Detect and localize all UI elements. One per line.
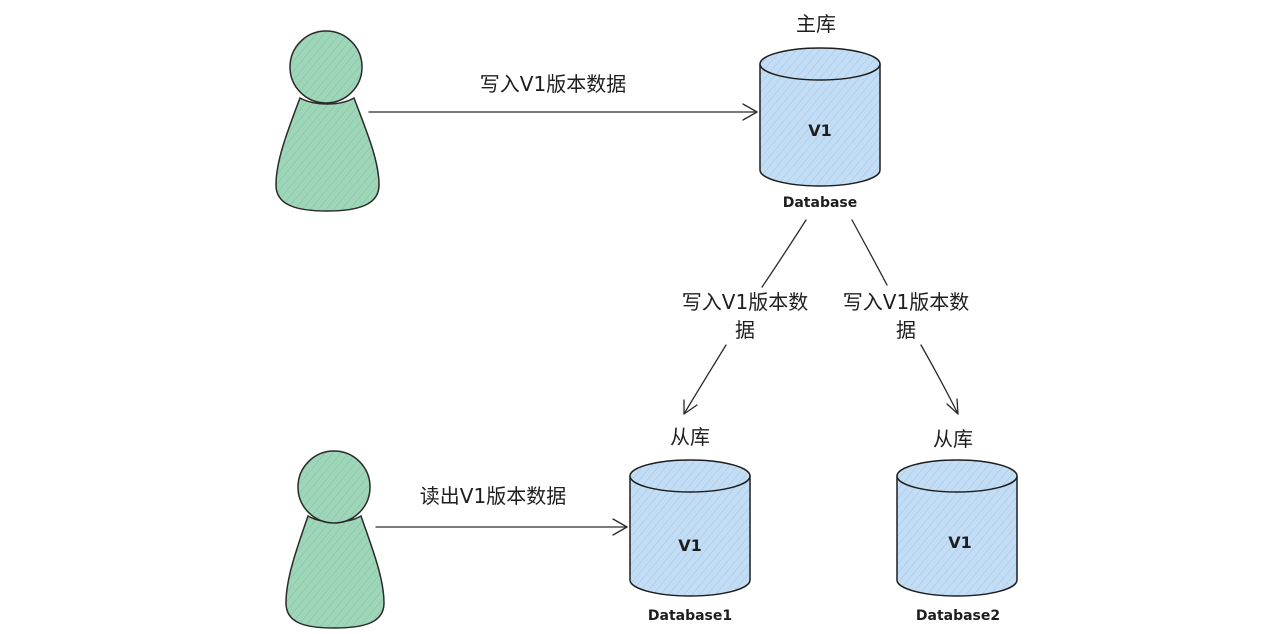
edge-sync2: 写入V1版本数 据	[843, 219, 969, 415]
master-cylinder-top	[759, 47, 881, 81]
edge-sync1-arrowhead	[683, 399, 698, 415]
replica2-role-label: 从库	[933, 427, 973, 451]
edge-sync2-line-upper	[851, 219, 888, 286]
master-role-label: 主库	[796, 12, 836, 36]
master-name-label: Database	[783, 195, 858, 211]
edge-write: 写入V1版本数据	[368, 72, 758, 121]
edge-write-arrowhead	[742, 103, 758, 121]
reader-body	[285, 514, 385, 629]
writer-head	[289, 30, 363, 104]
edge-sync1-line-upper	[761, 219, 807, 288]
edge-read-label: 读出V1版本数据	[420, 484, 566, 508]
reader-head	[297, 450, 371, 524]
edge-write-label: 写入V1版本数据	[480, 72, 626, 96]
replica2-cylinder-top	[896, 459, 1018, 493]
edge-sync2-label-line2: 据	[896, 318, 916, 342]
reader-actor	[285, 450, 385, 629]
edge-sync1-label-line1: 写入V1版本数	[682, 290, 808, 314]
replica1-cylinder-top	[629, 459, 751, 493]
edge-sync1-label-line2: 据	[735, 318, 755, 342]
master-version-label: V1	[808, 121, 832, 140]
edge-sync2-arrowhead	[946, 398, 959, 415]
replica1-role-label: 从库	[670, 425, 710, 449]
edge-read: 读出V1版本数据	[375, 484, 628, 536]
writer-actor	[275, 30, 380, 212]
database-replica1: 从库 V1 Database1	[629, 425, 751, 624]
edge-read-arrowhead	[612, 518, 628, 536]
replica1-version-label: V1	[678, 536, 702, 555]
database-master: 主库 V1 Database	[759, 12, 881, 211]
edge-sync1: 写入V1版本数 据	[682, 219, 808, 415]
edge-sync2-label-line1: 写入V1版本数	[843, 290, 969, 314]
edge-sync1-line-lower	[683, 344, 727, 415]
replica2-version-label: V1	[948, 533, 972, 552]
replica2-name-label: Database2	[916, 608, 1000, 624]
writer-body	[275, 96, 380, 212]
master-cylinder-body	[759, 64, 881, 187]
edge-sync2-line-lower	[920, 344, 959, 415]
replica1-cylinder-body	[629, 476, 751, 597]
replica2-cylinder-body	[896, 476, 1018, 597]
database-replica2: 从库 V1 Database2	[896, 427, 1018, 624]
replica1-name-label: Database1	[648, 608, 732, 624]
